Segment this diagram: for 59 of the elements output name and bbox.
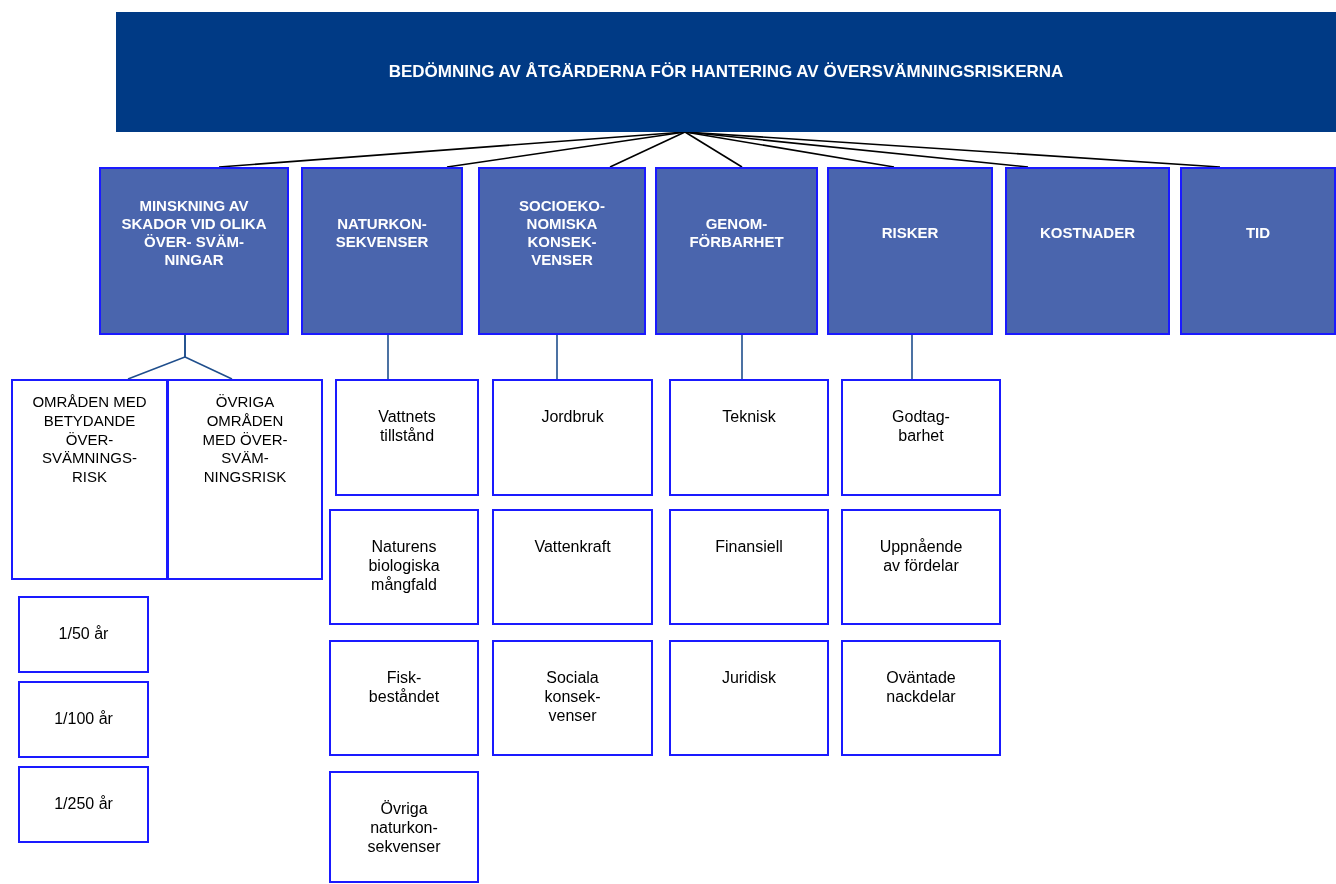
box-label: KOSTNADER — [1040, 224, 1135, 242]
category-box — [827, 167, 993, 335]
criterion-box — [669, 509, 829, 625]
criterion-box — [335, 379, 479, 496]
box-label: Teknisk — [722, 407, 776, 427]
criterion-box — [18, 596, 149, 673]
category-box — [99, 167, 289, 335]
box-label: OMRÅDEN MED BETYDANDE ÖVER- SVÄMNINGS- RISK — [32, 393, 147, 487]
box-label: TID — [1245, 224, 1271, 242]
box-label: RISKER — [881, 224, 939, 242]
criterion-box — [492, 640, 653, 756]
connector-line — [741, 334, 743, 380]
box-label: Finansiell — [715, 537, 783, 557]
category-box — [655, 167, 818, 335]
criterion-box — [11, 379, 168, 580]
criterion-box — [492, 509, 653, 625]
title-text: BEDÖMNING AV ÅTGÄRDERNA FÖR HANTERING AV ÖVERSVÄMNINGSRISKERNA — [388, 62, 1064, 82]
connector-line — [556, 334, 558, 380]
box-label: 1/100 år — [54, 709, 113, 729]
criterion-box — [492, 379, 653, 496]
box-label: Oväntade nackdelar — [885, 668, 957, 707]
criterion-box — [329, 640, 479, 756]
box-label: Övriga naturkon- sekvenser — [366, 799, 442, 857]
category-box — [301, 167, 463, 335]
category-box — [1005, 167, 1170, 335]
box-label: MINSKNING AV SKADOR VID OLIKA ÖVER- SVÄM-NINGAR — [120, 197, 268, 269]
criterion-box — [841, 509, 1001, 625]
connector-line — [184, 334, 233, 380]
box-label: Sociala konsek- venser — [543, 668, 602, 726]
box-label: 1/50 år — [58, 624, 109, 644]
connector-line — [609, 131, 686, 168]
category-box — [1180, 167, 1336, 335]
criterion-box — [18, 766, 149, 843]
criterion-box — [167, 379, 323, 580]
criterion-box — [841, 379, 1001, 496]
box-label: Jordbruk — [541, 407, 604, 427]
box-label: NATURKON- SEKVENSER — [334, 215, 430, 251]
criterion-box — [329, 509, 479, 625]
box-label: Juridisk — [721, 668, 777, 688]
box-label: 1/250 år — [54, 794, 113, 814]
criterion-box — [329, 771, 479, 883]
box-label: GENOM- FÖRBARHET — [688, 215, 785, 251]
box-label: Naturens biologiska mångfald — [367, 537, 441, 595]
criterion-box — [669, 379, 829, 496]
box-label: ÖVRIGA OMRÅDEN MED ÖVER- SVÄM- NINGSRISK — [201, 393, 289, 487]
category-box — [478, 167, 646, 335]
criterion-box — [669, 640, 829, 756]
criterion-box — [841, 640, 1001, 756]
box-label: Vattenkraft — [534, 537, 611, 557]
connector-line — [911, 334, 913, 380]
connector-line — [684, 131, 743, 168]
title-banner — [116, 12, 1336, 132]
box-label: Uppnående av fördelar — [878, 537, 964, 576]
box-label: Fisk- beståndet — [367, 668, 441, 707]
connector-line — [387, 334, 389, 380]
box-label: Vattnets tillstånd — [377, 407, 437, 446]
box-label: SOCIOEKO- NOMISKA KONSEK- VENSER — [518, 197, 606, 269]
box-label: Godtag- barhet — [891, 407, 951, 446]
criterion-box — [18, 681, 149, 758]
